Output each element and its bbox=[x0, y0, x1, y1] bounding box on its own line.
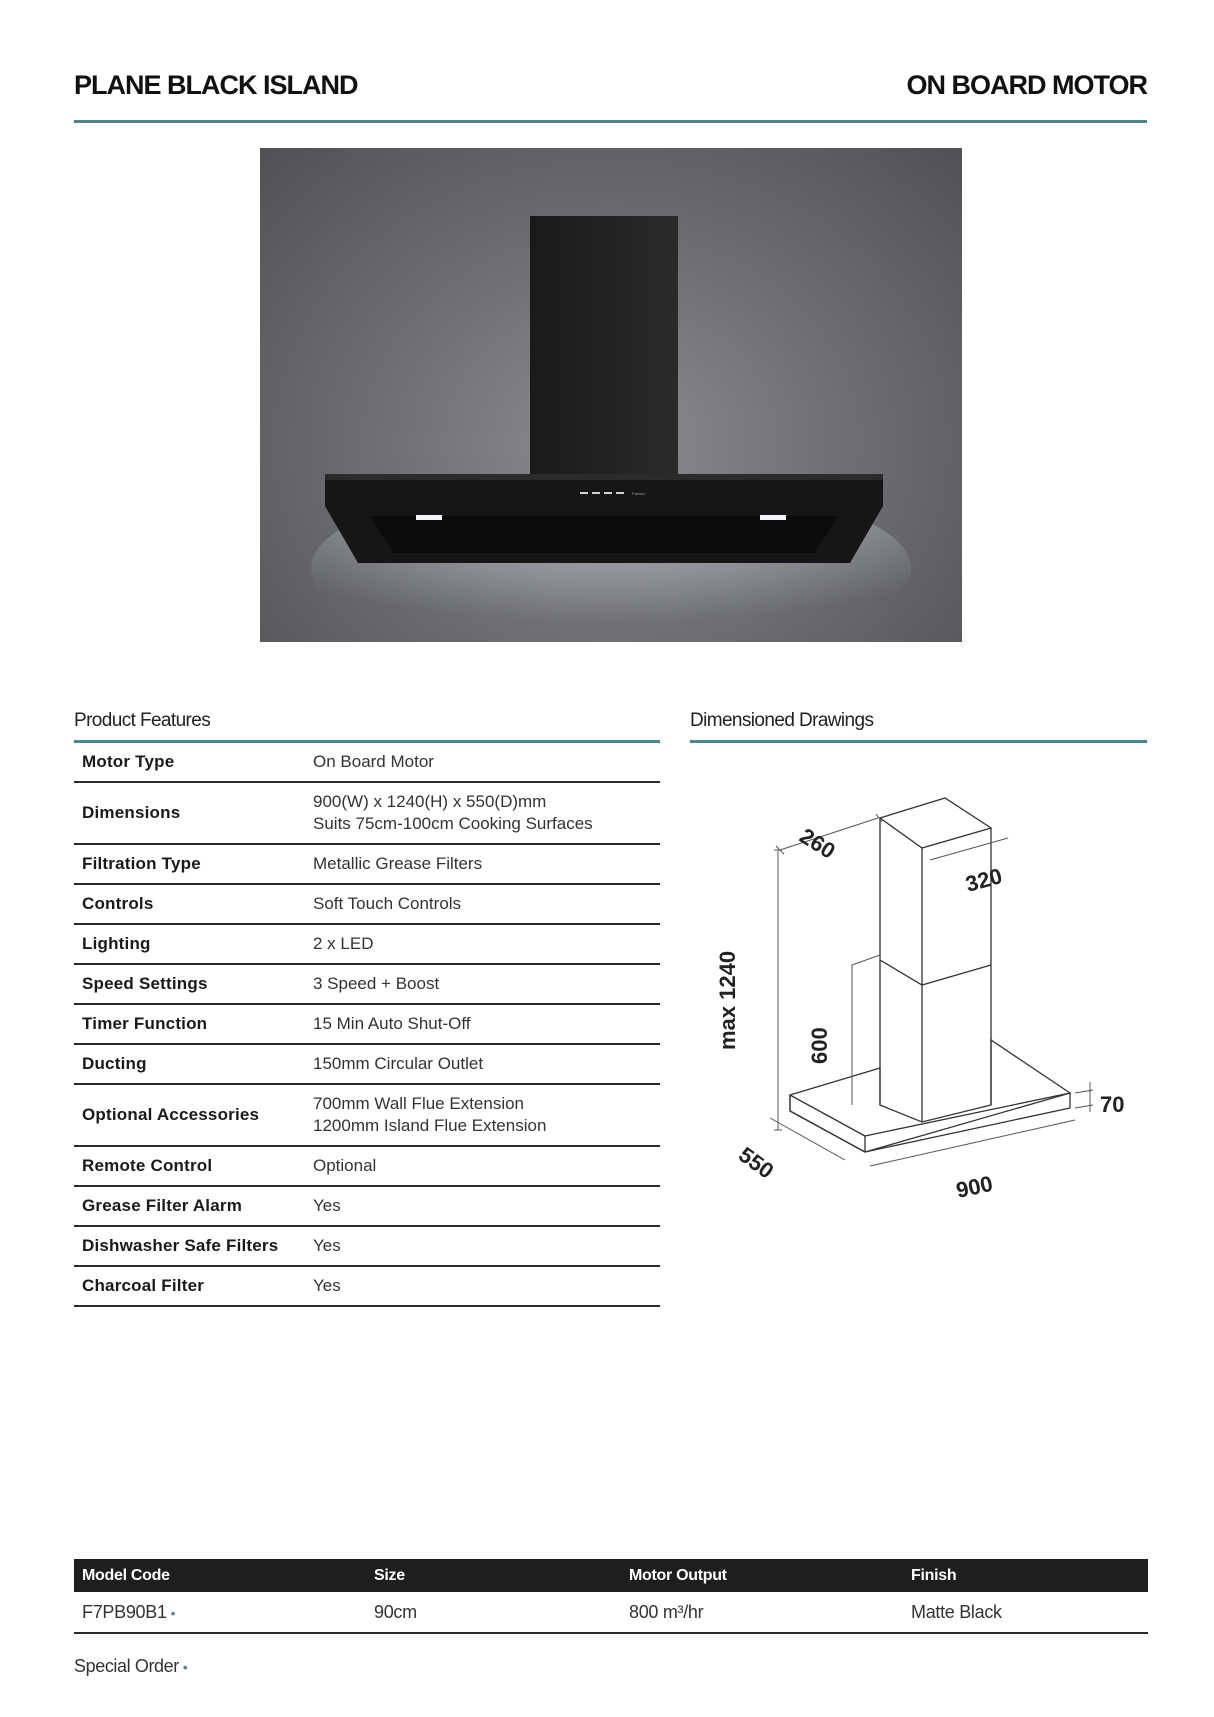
feature-label: Ducting bbox=[74, 1044, 305, 1085]
dim-max-1240: max 1240 bbox=[715, 951, 740, 1050]
feature-value-line: 700mm Wall Flue Extension bbox=[313, 1094, 525, 1113]
feature-value: On Board Motor bbox=[305, 743, 660, 783]
feature-row: Controls Soft Touch Controls bbox=[74, 884, 660, 925]
feature-row: Filtration Type Metallic Grease Filters bbox=[74, 844, 660, 885]
finish-cell: Matte Black bbox=[903, 1592, 1148, 1634]
feature-value: 15 Min Auto Shut-Off bbox=[305, 1004, 660, 1045]
feature-value: Yes bbox=[305, 1186, 660, 1227]
feature-value-line: Yes bbox=[313, 1196, 341, 1215]
dim-70: 70 bbox=[1100, 1092, 1124, 1117]
feature-value-line: On Board Motor bbox=[313, 752, 434, 771]
special-order-label: Special Order bbox=[74, 1656, 179, 1676]
dimensioned-drawing: 260 320 max 1240 600 70 550 900 bbox=[690, 750, 1147, 1220]
dim-900: 900 bbox=[954, 1171, 995, 1203]
model-table-header: Model Code Size Motor Output Finish bbox=[74, 1559, 1148, 1592]
feature-label: Optional Accessories bbox=[74, 1084, 305, 1147]
size-header: Size bbox=[366, 1559, 621, 1592]
product-photo: Falmec bbox=[260, 148, 962, 642]
feature-value: Yes bbox=[305, 1226, 660, 1267]
feature-value: Yes bbox=[305, 1266, 660, 1307]
feature-label: Timer Function bbox=[74, 1004, 305, 1045]
feature-value-line: 1200mm Island Flue Extension bbox=[313, 1116, 547, 1135]
table-row: F7PB90B1• 90cm 800 m³/hr Matte Black bbox=[74, 1592, 1148, 1634]
product-name: PLANE BLACK ISLAND bbox=[74, 70, 358, 100]
feature-row: Ducting 150mm Circular Outlet bbox=[74, 1044, 660, 1085]
motor-category: ON BOARD MOTOR bbox=[906, 70, 1148, 100]
feature-value: 3 Speed + Boost bbox=[305, 964, 660, 1005]
feature-label: Charcoal Filter bbox=[74, 1266, 305, 1307]
dim-260: 260 bbox=[795, 823, 839, 864]
soft-touch-controls bbox=[580, 492, 624, 494]
feature-value-line: Yes bbox=[313, 1276, 341, 1295]
special-order-dot-icon: • bbox=[170, 1604, 176, 1621]
feature-label: Lighting bbox=[74, 924, 305, 965]
special-order-dot-icon: • bbox=[182, 1659, 188, 1675]
model-table: Model Code Size Motor Output Finish F7PB… bbox=[74, 1559, 1148, 1634]
feature-label: Grease Filter Alarm bbox=[74, 1186, 305, 1227]
feature-row: Motor Type On Board Motor bbox=[74, 743, 660, 783]
feature-value-line: Optional bbox=[313, 1156, 377, 1175]
feature-row: Grease Filter Alarm Yes bbox=[74, 1186, 660, 1227]
chimney bbox=[530, 216, 678, 478]
feature-value-line: Soft Touch Controls bbox=[313, 894, 462, 913]
drawings-heading: Dimensioned Drawings bbox=[690, 710, 1147, 743]
special-order-note: Special Order• bbox=[74, 1656, 188, 1677]
dim-600: 600 bbox=[807, 1027, 832, 1064]
feature-value-line: Metallic Grease Filters bbox=[313, 854, 483, 873]
feature-value: Metallic Grease Filters bbox=[305, 844, 660, 885]
feature-label: Dishwasher Safe Filters bbox=[74, 1226, 305, 1267]
page-header: PLANE BLACK ISLAND ON BOARD MOTOR bbox=[74, 68, 1148, 123]
feature-label: Dimensions bbox=[74, 782, 305, 845]
feature-value-line: 150mm Circular Outlet bbox=[313, 1054, 484, 1073]
led-light-right bbox=[760, 515, 786, 520]
motor-output-header: Motor Output bbox=[621, 1559, 903, 1592]
feature-row: Remote Control Optional bbox=[74, 1146, 660, 1187]
feature-label: Motor Type bbox=[74, 743, 305, 783]
feature-row: Lighting 2 x LED bbox=[74, 924, 660, 965]
feature-row: Charcoal Filter Yes bbox=[74, 1266, 660, 1307]
feature-row: Dishwasher Safe Filters Yes bbox=[74, 1226, 660, 1267]
led-light-left bbox=[416, 515, 442, 520]
feature-row: Timer Function 15 Min Auto Shut-Off bbox=[74, 1004, 660, 1045]
finish-header: Finish bbox=[903, 1559, 1148, 1592]
feature-row: Speed Settings 3 Speed + Boost bbox=[74, 964, 660, 1005]
feature-label: Remote Control bbox=[74, 1146, 305, 1187]
model-code-cell: F7PB90B1• bbox=[74, 1592, 366, 1634]
size-cell: 90cm bbox=[366, 1592, 621, 1634]
feature-value: Optional bbox=[305, 1146, 660, 1187]
feature-value-line: 15 Min Auto Shut-Off bbox=[313, 1014, 471, 1033]
features-heading: Product Features bbox=[74, 710, 660, 743]
feature-label: Filtration Type bbox=[74, 844, 305, 885]
feature-value: Soft Touch Controls bbox=[305, 884, 660, 925]
model-code: F7PB90B1 bbox=[82, 1601, 167, 1622]
feature-value: 700mm Wall Flue Extension 1200mm Island F… bbox=[305, 1084, 660, 1147]
feature-label: Speed Settings bbox=[74, 964, 305, 1005]
hood-brand: Falmec bbox=[632, 491, 645, 496]
feature-label: Controls bbox=[74, 884, 305, 925]
motor-output-cell: 800 m³/hr bbox=[621, 1592, 903, 1634]
feature-value-line: Suits 75cm-100cm Cooking Surfaces bbox=[313, 814, 593, 833]
feature-value-line: 3 Speed + Boost bbox=[313, 974, 440, 993]
feature-value-line: Yes bbox=[313, 1236, 341, 1255]
feature-value: 150mm Circular Outlet bbox=[305, 1044, 660, 1085]
feature-value-line: 2 x LED bbox=[313, 934, 374, 953]
dim-320: 320 bbox=[963, 863, 1005, 897]
dim-550: 550 bbox=[734, 1142, 778, 1184]
feature-value-line: 900(W) x 1240(H) x 550(D)mm bbox=[313, 792, 547, 811]
feature-value: 2 x LED bbox=[305, 924, 660, 965]
model-code-header: Model Code bbox=[74, 1559, 366, 1592]
